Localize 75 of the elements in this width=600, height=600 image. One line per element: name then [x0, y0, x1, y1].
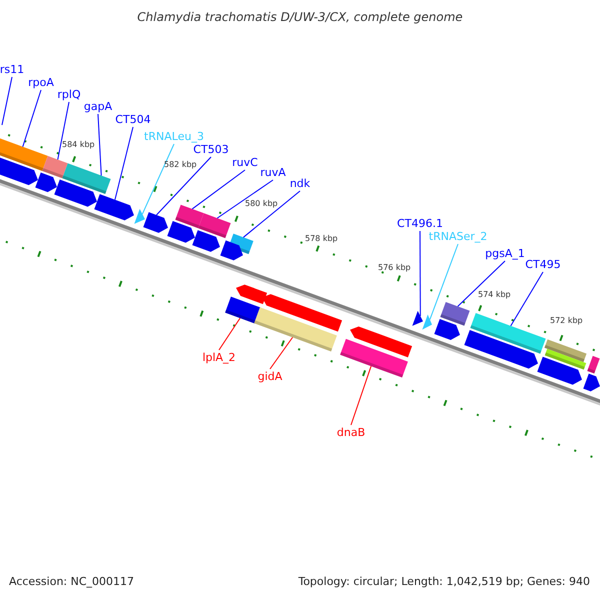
- gene-label: pgsA_1: [485, 246, 525, 261]
- leader-line: [429, 244, 458, 320]
- gene-triangle: [412, 310, 423, 326]
- gene-label: dnaB: [336, 425, 366, 440]
- gene-block: [143, 212, 168, 233]
- diagram-title: Chlamydia trachomatis D/UW-3/CX, complete genome: [137, 9, 463, 26]
- scale-label: 574 kbp: [478, 290, 511, 300]
- gene-label: CT504: [115, 112, 151, 127]
- gene-block: [537, 356, 582, 385]
- scale-label: 580 kbp: [245, 199, 278, 209]
- gene-bar: [175, 204, 204, 228]
- gene-bar: [0, 138, 48, 171]
- gene-bar: [42, 156, 68, 178]
- gene-block: [350, 326, 412, 358]
- gene-label: ndk: [290, 176, 310, 191]
- gene-block: [54, 180, 97, 207]
- gene-label: tRNALeu_3: [144, 129, 204, 144]
- gene-block: [236, 284, 268, 304]
- gene-block: [434, 318, 460, 340]
- leader-line: [216, 180, 274, 219]
- gene-label: CT503: [193, 142, 229, 157]
- leader-line: [420, 230, 421, 317]
- gene-bar: [225, 296, 261, 324]
- gene-label: rplQ: [57, 87, 81, 102]
- leader-line: [242, 190, 300, 238]
- gene-block: [0, 156, 38, 186]
- gene-label: gapA: [84, 99, 112, 114]
- leader-line: [2, 76, 12, 126]
- scale-label: 572 kbp: [550, 316, 583, 326]
- leader-line: [156, 156, 212, 216]
- gene-label: CT495: [525, 257, 561, 272]
- gene-bar: [198, 213, 231, 238]
- gene-block: [220, 240, 243, 260]
- gene-label: CT496.1: [397, 216, 443, 231]
- scale-label: 582 kbp: [164, 160, 197, 170]
- gene-triangle: [422, 314, 432, 330]
- gene-bar: [254, 307, 337, 352]
- gene-label: rs11: [0, 62, 24, 77]
- leader-line: [457, 260, 506, 307]
- leader-line: [114, 126, 134, 200]
- gene-block: [583, 374, 600, 392]
- gene-block: [167, 220, 195, 243]
- gene-label: gidA: [258, 369, 282, 384]
- gene-block: [192, 230, 220, 252]
- gene-label: lplA_2: [202, 350, 236, 365]
- scale-label: 576 kbp: [378, 263, 411, 273]
- gene-triangle: [134, 208, 145, 224]
- leader-line: [22, 90, 42, 148]
- leader-line: [98, 114, 102, 176]
- gene-bar: [587, 356, 600, 374]
- gene-bar: [340, 338, 408, 378]
- leader-line: [142, 144, 174, 215]
- leader-line: [218, 318, 241, 350]
- accession-text: Accession: NC_000117: [9, 574, 134, 590]
- gene-label: tRNASer_2: [428, 229, 488, 244]
- leader-line: [270, 336, 294, 370]
- gene-bar: [470, 313, 546, 354]
- scale-label: 584 kbp: [62, 140, 95, 150]
- gene-label: ruvC: [232, 155, 258, 170]
- gene-block: [262, 294, 342, 332]
- gene-bar: [62, 163, 111, 194]
- leader-line: [192, 170, 246, 210]
- gene-label: rpoA: [28, 75, 54, 90]
- leader-line: [57, 102, 70, 160]
- gene-label: ruvA: [260, 165, 286, 180]
- gene-block: [94, 194, 134, 220]
- gene-bar: [440, 302, 470, 326]
- gene-bar: [544, 339, 587, 362]
- gene-block: [464, 330, 538, 369]
- gene-block: [35, 172, 57, 192]
- leader-line: [350, 366, 372, 426]
- leader-line: [510, 272, 544, 326]
- genome-summary-text: Topology: circular; Length: 1,042,519 bp; Genes: 940: [298, 574, 590, 590]
- gene-bar: [544, 348, 586, 370]
- scale-label: 578 kbp: [305, 234, 338, 244]
